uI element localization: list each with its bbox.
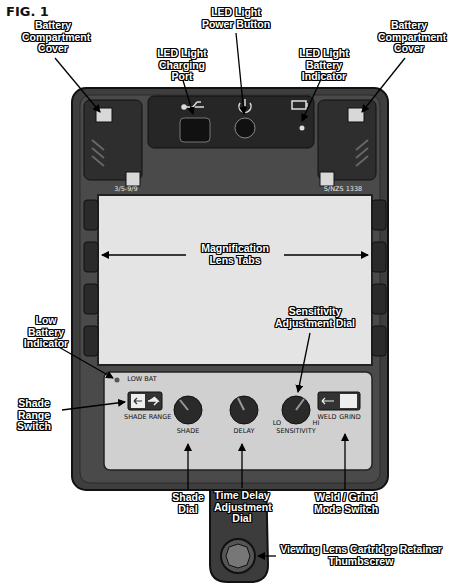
standard-marking: S/NZS 1338 [318,186,368,193]
part-label: LED Light Charging Port [150,48,214,83]
panel-marking: SHADE [172,428,204,435]
panel-marking: SHADE RANGE [124,414,168,421]
standard-marking: 3/5-9/9 [104,186,148,193]
part-label: LED Light Battery Indicator [292,48,356,83]
part-label: Shade Dial [166,492,210,515]
part-label: Viewing Lens Cartridge Retainer Thumbscr… [276,544,446,567]
part-label: Time Delay Adjustment Dial [214,490,270,525]
part-label: Sensitivity Adjustment Dial [268,306,362,329]
panel-marking: SENSITIVITY [272,428,320,435]
part-label: LED Light Power Button [198,7,274,30]
part-label: Magnification Lens Tabs [188,243,282,266]
figure-title: FIG. 1 [6,4,49,19]
part-label: Battery Compartment Cover [378,20,440,55]
panel-marking: LOW BAT [122,376,162,383]
panel-marking: LO [270,420,284,427]
part-label: Shade Range Switch [6,398,62,433]
panel-marking: WELD [316,414,338,421]
part-label: Battery Compartment Cover [22,20,84,55]
panel-marking: GRIND [338,414,362,421]
part-label: Weld / Grind Mode Switch [304,492,388,515]
part-label: Low Battery Indicator [16,315,76,350]
panel-marking: HI [309,420,323,427]
panel-marking: DELAY [228,428,260,435]
